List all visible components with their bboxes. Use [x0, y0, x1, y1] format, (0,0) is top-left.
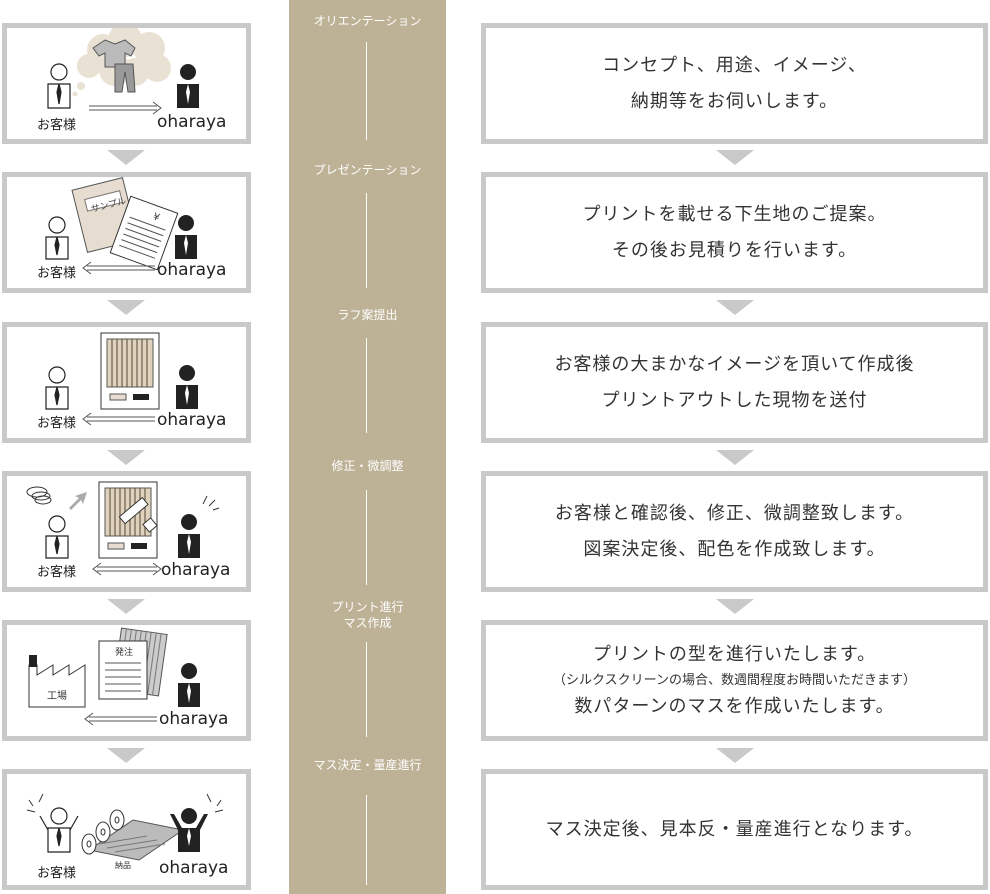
step-description-1: コンセプト、用途、イメージ、 納期等をお伺いします。 — [481, 23, 988, 144]
step-description-5: プリントの型を進行いたします。 （シルクスクリーンの場合、数週間程度お時間いただ… — [481, 620, 988, 741]
illustration-adjust: お客様 oharaya — [2, 471, 251, 592]
illustration-mass: 納品 お客様 oharaya — [2, 769, 251, 890]
delivery-text: 納品 — [115, 860, 131, 870]
customer-label: お客様 — [37, 416, 77, 431]
company-label: oharaya — [157, 410, 227, 430]
description-line: お客様の大まかなイメージを頂いて作成後 — [554, 353, 915, 375]
down-arrow-icon — [107, 150, 145, 165]
clothes-icon — [92, 39, 136, 93]
down-arrow-icon — [716, 450, 754, 465]
arrow-left-icon — [84, 712, 157, 726]
step-description-4: お客様と確認後、修正、微調整致します。 図案決定後、配色を作成致します。 — [481, 471, 988, 592]
down-arrow-icon — [107, 450, 145, 465]
company-label: oharaya — [157, 112, 227, 132]
step-title-mass: マス決定・量産進行 — [313, 758, 422, 772]
print-illustration: 工場 発注 — [28, 627, 200, 726]
description-line: プリントの型を進行いたします。 — [592, 643, 877, 665]
arrow-right-icon — [89, 101, 162, 115]
step-description-3: お客様の大まかなイメージを頂いて作成後 プリントアウトした現物を送付 — [481, 322, 988, 443]
customer-label: お客様 — [37, 118, 77, 133]
company-label: oharaya — [159, 709, 229, 729]
staff-figure-icon — [170, 808, 208, 852]
description-line: マス決定後、見本反・量産進行となります。 — [545, 818, 924, 840]
down-arrow-icon — [716, 150, 754, 165]
description-line: 図案決定後、配色を作成致します。 — [583, 538, 886, 560]
down-arrow-icon — [716, 748, 754, 763]
factory-text: 工場 — [47, 689, 67, 702]
quotation-document-icon — [109, 195, 179, 271]
step-description-6: マス決定後、見本反・量産進行となります。 — [481, 769, 988, 890]
orientation-illustration — [47, 28, 199, 115]
step-title-print: プリント進行 マス作成 — [331, 600, 404, 630]
scribble-icon — [26, 486, 52, 505]
description-line: 数パターンのマスを作成いたします。 — [574, 695, 895, 717]
customer-figure-icon — [45, 216, 69, 260]
factory-icon — [28, 655, 86, 708]
down-arrow-icon — [716, 599, 754, 614]
step-divider — [366, 42, 367, 140]
customer-label: お客様 — [37, 866, 77, 881]
description-line: プリントを載せる下生地のご提案。 — [582, 203, 887, 225]
staff-figure-icon — [176, 365, 198, 409]
presentation-illustration: サンプル ¥ — [45, 177, 197, 275]
exclaim-lines-icon — [202, 495, 220, 511]
description-line: コンセプト、用途、イメージ、 — [602, 54, 867, 76]
step-divider — [366, 193, 367, 288]
step-divider — [366, 338, 367, 433]
down-arrow-icon — [107, 300, 145, 315]
customer-figure-icon — [45, 515, 69, 559]
illustration-rough: お客様 oharaya — [2, 322, 251, 443]
celebrate-lines-icon — [26, 793, 224, 813]
arrow-left-icon — [82, 261, 155, 275]
description-line: プリントアウトした現物を送付 — [601, 389, 868, 411]
down-arrow-icon — [107, 748, 145, 763]
process-band — [289, 0, 446, 894]
step-title-adjust: 修正・微調整 — [331, 459, 404, 473]
mass-illustration: 納品 — [26, 793, 224, 870]
illustration-orientation: お客様 oharaya — [2, 23, 251, 144]
down-arrow-icon — [716, 300, 754, 315]
adjust-illustration — [26, 481, 220, 576]
rough-illustration — [45, 332, 198, 426]
customer-figure-icon — [39, 807, 79, 853]
customer-label: お客様 — [37, 266, 77, 281]
step-title-orientation: オリエンテーション — [313, 14, 422, 28]
step-divider — [366, 490, 367, 585]
company-label: oharaya — [159, 858, 229, 878]
customer-figure-icon — [47, 63, 71, 109]
customer-label: お客様 — [37, 565, 77, 580]
description-line: その後お見積りを行います。 — [611, 239, 858, 261]
revised-print-icon — [98, 481, 158, 559]
pencil-icon — [118, 496, 158, 533]
step-title-rough: ラフ案提出 — [337, 308, 398, 322]
step-divider — [366, 795, 367, 885]
illustration-presentation: サンプル ¥ お客様 oharaya — [2, 172, 251, 293]
illustration-print: 工場 発注 oharaya — [2, 620, 251, 741]
description-line: （シルクスクリーンの場合、数週間程度お時間いただきます） — [553, 672, 916, 688]
customer-figure-icon — [45, 366, 69, 410]
rough-print-icon — [100, 332, 160, 410]
arrow-up-right-icon — [69, 492, 87, 510]
company-label: oharaya — [157, 260, 227, 280]
step-divider — [366, 642, 367, 737]
step-description-2: プリントを載せる下生地のご提案。 その後お見積りを行います。 — [481, 172, 988, 293]
order-text: 発注 — [115, 646, 133, 658]
order-document-icon — [98, 640, 148, 700]
step-title-presentation: プレゼンテーション — [313, 163, 422, 177]
fabric-rolls-icon — [81, 809, 185, 861]
description-line: 納期等をお伺いします。 — [630, 90, 839, 112]
arrow-both-icon — [92, 562, 162, 576]
down-arrow-icon — [107, 599, 145, 614]
yen-mark: ¥ — [151, 211, 161, 224]
company-label: oharaya — [161, 560, 231, 580]
arrow-left-icon — [82, 412, 155, 426]
description-line: お客様と確認後、修正、微調整致します。 — [554, 502, 915, 524]
